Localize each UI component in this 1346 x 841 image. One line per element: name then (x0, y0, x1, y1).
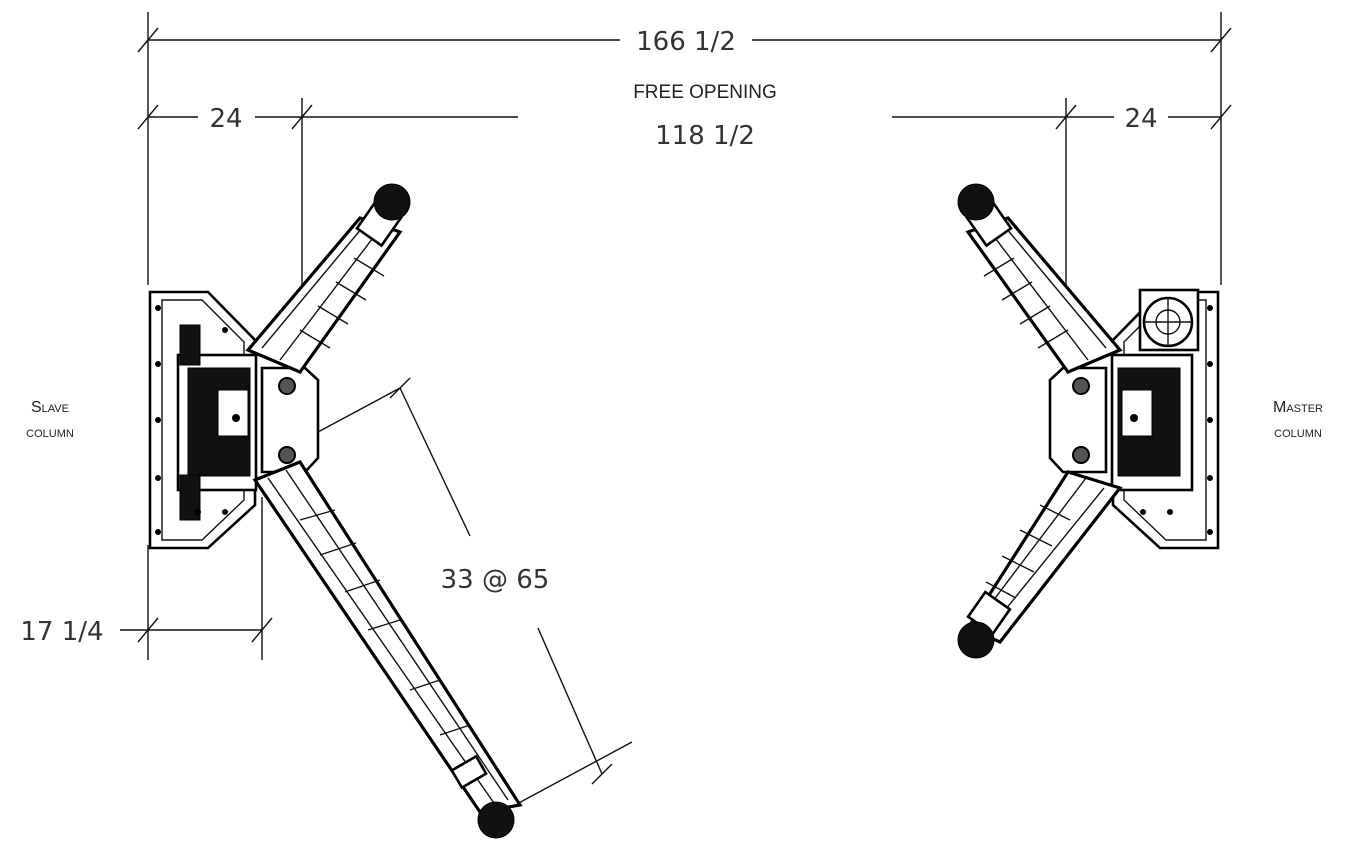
slave-label-first: Slave (31, 399, 69, 416)
master-column-label: Master (1273, 399, 1323, 416)
slave-front-arm (245, 183, 411, 374)
slave-rear-arm (252, 460, 523, 839)
overall-width-value: 166 1/2 (636, 27, 736, 57)
master-label-first: Master (1273, 399, 1323, 416)
dimension-lines (120, 12, 1232, 806)
slave-column-label: Slave (31, 399, 69, 416)
arm-reach-value: 33 @ 65 (441, 565, 550, 595)
left-offset-value: 24 (209, 104, 242, 134)
master-front-arm-pad (957, 183, 995, 221)
column-labels: Slave column Master column (26, 399, 1323, 441)
slave-arm-pivot (260, 366, 320, 474)
arm-offset-value: 17 1/4 (20, 617, 103, 647)
master-rear-arm-pad (957, 621, 995, 659)
master-arm-pivot (1048, 366, 1108, 474)
master-rear-arm (957, 470, 1123, 659)
master-front-arm (957, 183, 1123, 374)
right-offset-value: 24 (1124, 104, 1157, 134)
master-power-unit (1138, 288, 1200, 352)
slave-column-label-2: column (26, 424, 74, 441)
dimension-text: 166 1/2 24 FREE OPENING 118 1/2 24 17 1/… (20, 27, 1157, 647)
slave-rear-arm-pad (477, 801, 515, 839)
master-column-assembly (957, 183, 1220, 659)
slave-front-arm-pad (373, 183, 411, 221)
master-column-label-2: column (1274, 424, 1322, 441)
slave-column-assembly (148, 183, 523, 839)
free-opening-value: 118 1/2 (655, 121, 755, 151)
free-opening-label: FREE OPENING (633, 82, 777, 103)
